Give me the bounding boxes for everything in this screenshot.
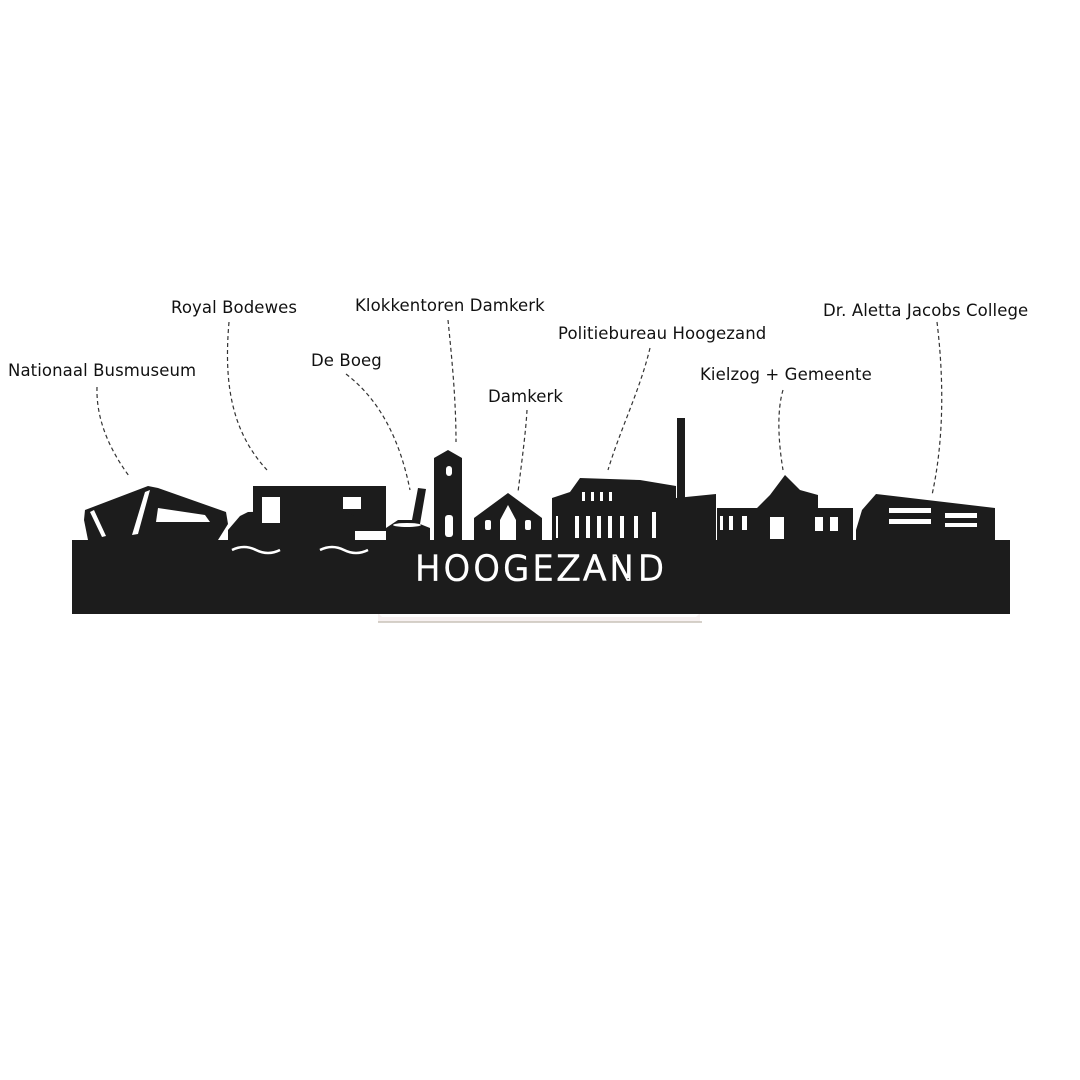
politiebureau-chimney bbox=[677, 418, 685, 498]
leader-line-klokkentoren bbox=[447, 319, 457, 443]
leader-line-aletta bbox=[931, 321, 943, 496]
royal-bodewes-ship bbox=[228, 510, 355, 545]
de-boeg-crane bbox=[386, 488, 430, 540]
leader-lines bbox=[96, 319, 943, 496]
leader-line-damkerk bbox=[517, 409, 528, 493]
busmuseum-building bbox=[84, 486, 228, 540]
aletta-jacobs-building bbox=[856, 494, 995, 540]
skyline-silhouette bbox=[72, 418, 1010, 614]
leader-line-politiebureau bbox=[607, 347, 651, 471]
wooden-stand bbox=[378, 613, 702, 623]
landmark-label-damkerk: Damkerk bbox=[488, 387, 564, 406]
base-band bbox=[72, 540, 1010, 614]
leader-line-royal-bodewes bbox=[226, 321, 268, 471]
landmark-label-nationaal-busmuseum: Nationaal Busmuseum bbox=[8, 361, 197, 380]
landmark-label-royal-bodewes: Royal Bodewes bbox=[171, 298, 298, 317]
landmark-label-de-boeg: De Boeg bbox=[311, 351, 382, 370]
landmark-label-politiebureau: Politiebureau Hoogezand bbox=[558, 324, 767, 343]
leader-line-busmuseum bbox=[96, 386, 130, 477]
landmark-label-klokkentoren-damkerk: Klokkentoren Damkerk bbox=[355, 296, 545, 315]
city-name-cutout: HOOGEZAND bbox=[415, 549, 667, 589]
landmark-label-aletta-jacobs: Dr. Aletta Jacobs College bbox=[823, 301, 1029, 320]
cutouts bbox=[90, 466, 977, 555]
kielzog-block bbox=[717, 508, 757, 540]
klokkentoren-tower bbox=[434, 450, 462, 540]
leader-line-kielzog bbox=[778, 389, 784, 471]
landmark-label-kielzog-gemeente: Kielzog + Gemeente bbox=[700, 365, 872, 384]
leader-line-de-boeg bbox=[345, 373, 411, 491]
